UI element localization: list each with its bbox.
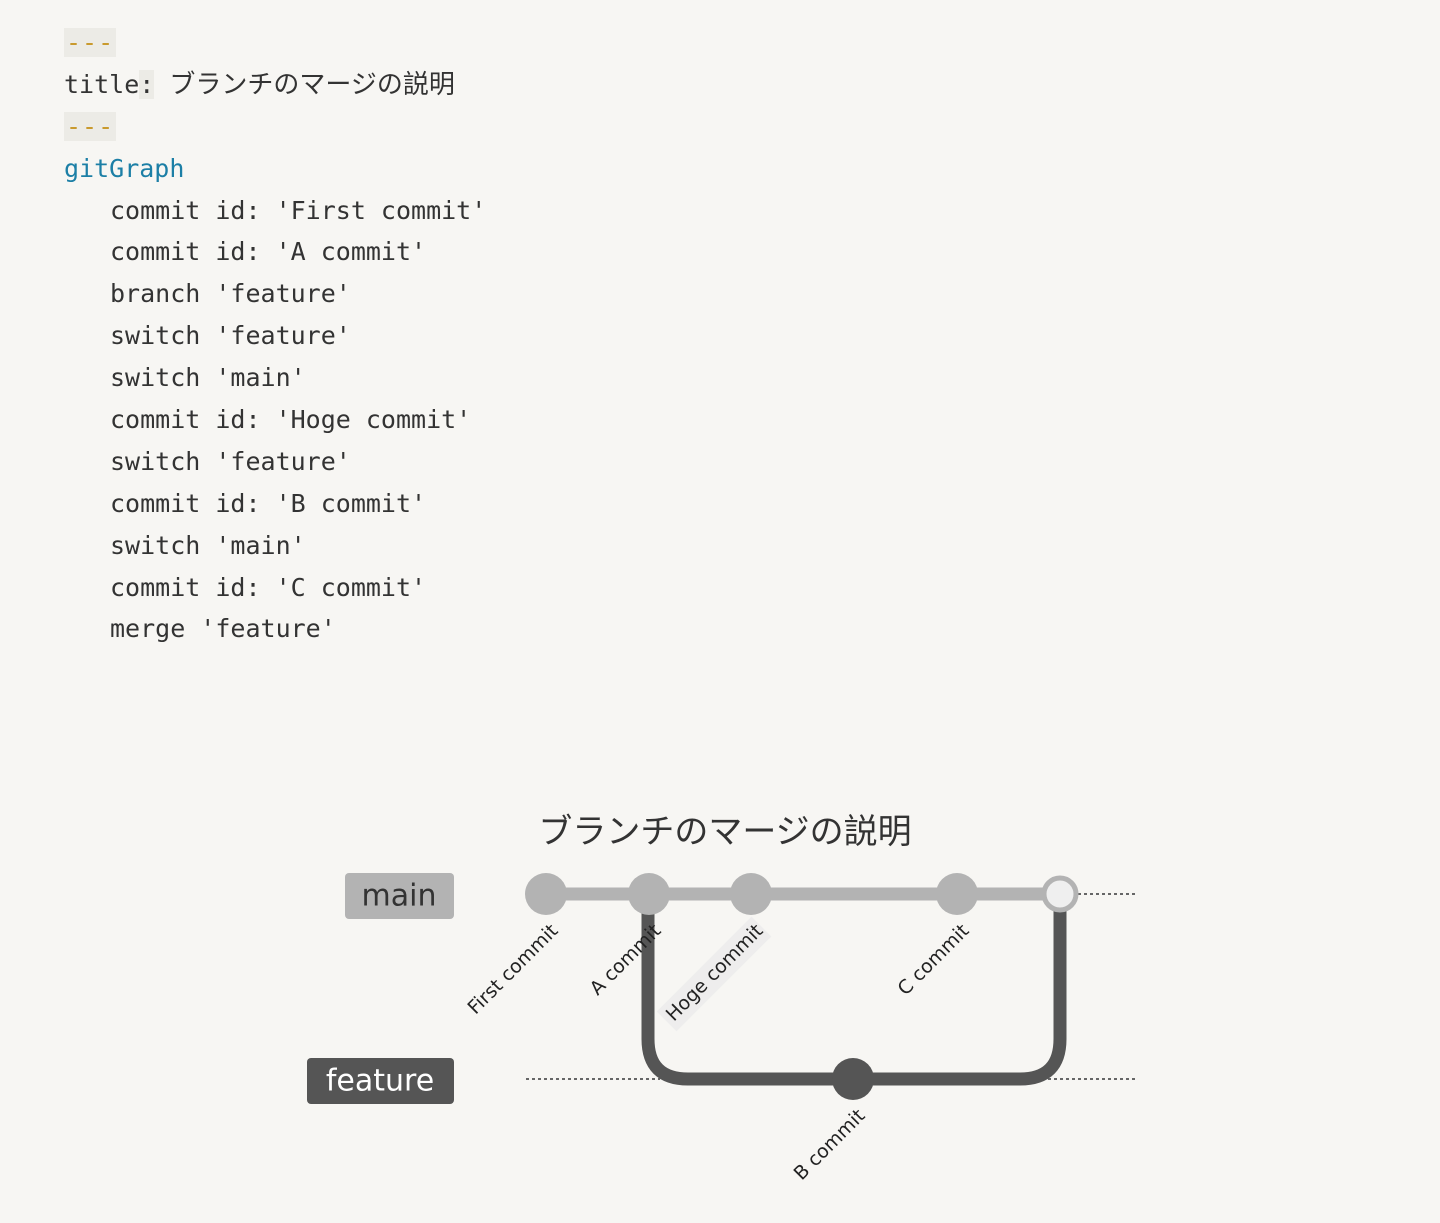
commit-dot xyxy=(832,1058,874,1100)
code-line: commit id: 'First commit' xyxy=(110,195,487,225)
commit-dot xyxy=(628,873,670,915)
branch-label-feature-bg xyxy=(307,1058,454,1104)
frontmatter-delimiter: --- xyxy=(64,28,117,57)
title-key: title xyxy=(64,69,140,99)
diagram-type-keyword: gitGraph xyxy=(64,153,185,183)
commit-dot xyxy=(730,873,772,915)
commit-dot xyxy=(525,873,567,915)
code-line: commit id: 'B commit' xyxy=(110,488,427,518)
commit-label: Hoge commit xyxy=(662,920,768,1026)
frontmatter-delimiter: --- xyxy=(64,111,117,141)
title-colon: : xyxy=(139,69,155,99)
code-line: switch 'feature' xyxy=(110,446,351,476)
branch-label-feature: feature xyxy=(326,1064,434,1099)
code-line: commit id: 'Hoge commit' xyxy=(110,405,472,435)
code-block: --- title: ブランチのマージの説明 --- gitGraph comm… xyxy=(64,22,486,650)
code-line: switch 'main' xyxy=(110,530,306,560)
frontmatter-open: --- xyxy=(64,22,486,64)
diagram-title: ブランチのマージの説明 xyxy=(538,812,911,852)
title-line: title: ブランチのマージの説明 xyxy=(64,64,486,106)
commit-label: C commit xyxy=(893,920,973,1000)
frontmatter-close: --- xyxy=(64,106,486,148)
code-line: switch 'main' xyxy=(110,363,306,393)
commit-label: B commit xyxy=(790,1105,870,1185)
merge-commit-dot xyxy=(1041,875,1079,913)
code-line: merge 'feature' xyxy=(110,614,336,644)
code-line: commit id: 'A commit' xyxy=(110,237,427,267)
commit-dot xyxy=(936,873,978,915)
code-line: switch 'feature' xyxy=(110,321,351,351)
code-line: branch 'feature' xyxy=(110,279,351,309)
branch-label-main: main xyxy=(362,879,437,914)
title-value: ブランチのマージの説明 xyxy=(169,69,455,100)
commit-label: First commit xyxy=(464,920,563,1019)
code-line: commit id: 'C commit' xyxy=(110,572,427,602)
commit-label-bg xyxy=(656,916,772,1032)
branch-label-main-bg xyxy=(345,873,454,919)
